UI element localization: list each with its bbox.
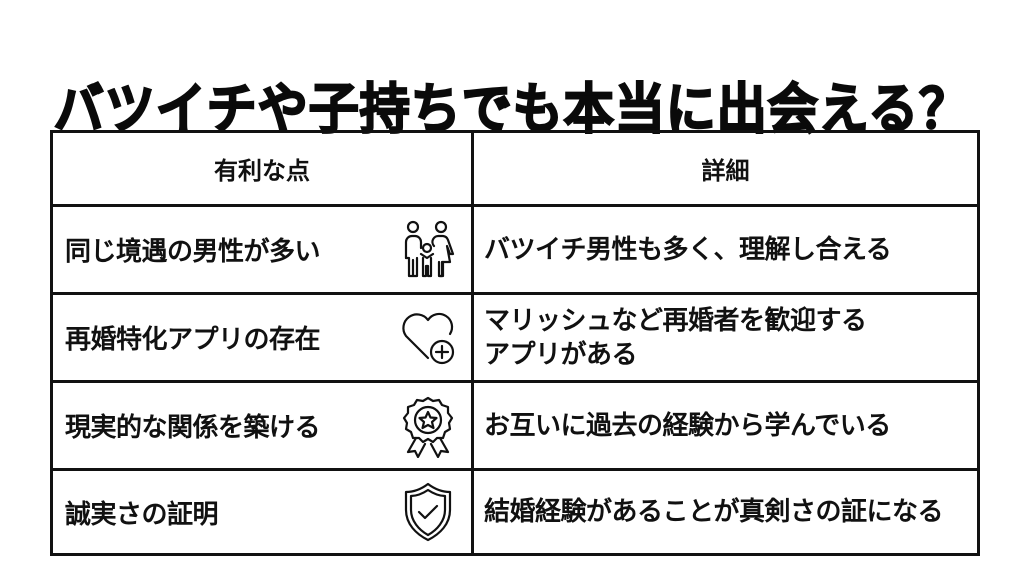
table-header-advantage: 有利な点 bbox=[53, 133, 474, 207]
advantage-label: 再婚特化アプリの存在 bbox=[65, 325, 321, 355]
advantages-table: 有利な点 詳細 同じ境遇の男性が多い バツイチ男性も多く、理解し合える 再婚特化… bbox=[50, 130, 980, 556]
advantage-label: 現実的な関係を築ける bbox=[65, 413, 321, 443]
header-label-advantage: 有利な点 bbox=[214, 157, 310, 185]
table-row-advantage: 誠実さの証明 bbox=[53, 471, 474, 553]
table-row-detail: バツイチ男性も多く、理解し合える bbox=[474, 207, 977, 295]
table-row-advantage: 同じ境遇の男性が多い bbox=[53, 207, 474, 295]
detail-text: バツイチ男性も多く、理解し合える bbox=[484, 234, 892, 265]
table-row-detail: お互いに過去の経験から学んでいる bbox=[474, 383, 977, 471]
table-header-detail: 詳細 bbox=[474, 133, 977, 207]
detail-line: マリッシュなど再婚者を歓迎する bbox=[484, 305, 867, 336]
table-row-advantage: 再婚特化アプリの存在 bbox=[53, 295, 474, 383]
heart-plus-icon bbox=[393, 303, 463, 373]
detail-text: 結婚経験があることが真剣さの証になる bbox=[484, 497, 944, 527]
detail-text: マリッシュなど再婚者を歓迎する アプリがある bbox=[474, 304, 873, 372]
header-label-detail: 詳細 bbox=[701, 157, 750, 185]
advantage-label: 誠実さの証明 bbox=[65, 499, 219, 530]
advantage-label: 同じ境遇の男性が多い bbox=[65, 237, 321, 267]
family-icon bbox=[393, 215, 463, 285]
detail-text: お互いに過去の経験から学んでいる bbox=[484, 410, 891, 441]
detail-line: アプリがある bbox=[484, 339, 638, 370]
table-row-advantage: 現実的な関係を築ける bbox=[53, 383, 474, 471]
award-badge-icon bbox=[393, 391, 463, 461]
table-row-detail: マリッシュなど再婚者を歓迎する アプリがある bbox=[474, 295, 977, 383]
shield-check-icon bbox=[393, 477, 463, 547]
table-row-detail: 結婚経験があることが真剣さの証になる bbox=[474, 471, 977, 553]
